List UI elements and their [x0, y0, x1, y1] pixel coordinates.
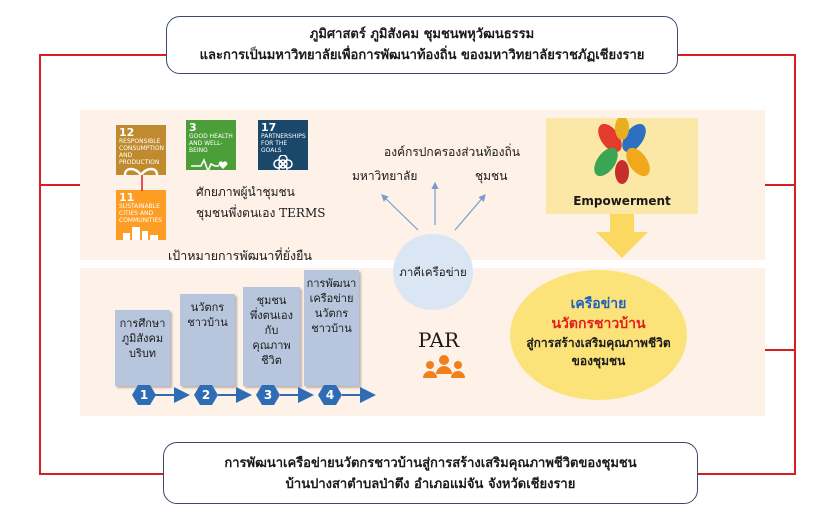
step-line: ชาวบ้าน	[187, 316, 228, 329]
step-number-4: 4	[318, 385, 342, 405]
network-circle: ภาคีเครือข่าย	[393, 234, 473, 310]
step-line: ชาวบ้าน	[311, 322, 352, 335]
title-line-1: ภูมิศาสตร์ ภูมิสังคม ชุมชนพหุวัฒนธรรม	[309, 27, 535, 42]
sdg-label: PARTNERSHIPS FOR THE GOALS	[261, 133, 306, 154]
sdg-number: 11	[119, 191, 135, 204]
community-label: ชุมชน	[475, 169, 508, 183]
sdg-label: SUSTAINABLE CITIES AND COMMUNITIES	[119, 203, 162, 224]
network-arrows	[381, 181, 486, 231]
step-line: การพัฒนา	[306, 277, 357, 290]
step-box-3: ชุมชน พึ่งตนเอง กับ คุณภาพชีวิต	[243, 287, 300, 386]
step-line: บริบท	[128, 347, 157, 360]
potential-text: ศักยภาพผู้นำชุมชน ชุมชนพึ่งตนเอง TERMS	[196, 184, 356, 221]
title-line-2: และการเป็นมหาวิทยาลัยเพื่อการพัฒนาท้องถิ…	[199, 48, 645, 63]
bottom-line-1: การพัฒนาเครือข่ายนวัตกรชาวบ้านสู่การสร้า…	[224, 456, 637, 471]
step-line: ชุมชน	[256, 294, 287, 307]
potential-line-1: ศักยภาพผู้นำชุมชน	[196, 185, 295, 199]
empowerment-label: Empowerment	[573, 194, 671, 208]
sdg-12-tile: 12 RESPONSIBLE CONSUMPTION AND PRODUCTIO…	[116, 125, 166, 175]
sdg-label: GOOD HEALTH AND WELL-BEING	[189, 133, 233, 154]
step-line: พึ่งตนเอง	[249, 309, 294, 322]
goal-circle: เครือข่าย นวัตกรชาวบ้าน สู่การสร้างเสริม…	[510, 270, 687, 400]
joined-hands-icon	[594, 118, 650, 184]
sdg-connector	[141, 175, 143, 191]
people-group-icon	[423, 355, 465, 378]
bottom-box: การพัฒนาเครือข่ายนวัตกรชาวบ้านสู่การสร้า…	[163, 442, 698, 504]
step-number-1: 1	[132, 385, 156, 405]
sdg-caption: เป้าหมายการพัฒนาที่ยั่งยืน	[168, 248, 312, 263]
potential-line-2: ชุมชนพึ่งตนเอง TERMS	[196, 206, 326, 220]
title-box: ภูมิศาสตร์ ภูมิสังคม ชุมชนพหุวัฒนธรรม แล…	[166, 16, 678, 74]
empowerment-box: Empowerment	[546, 118, 698, 214]
par-label: PAR	[418, 328, 460, 352]
local-gov-label: องค์กรปกครองส่วนท้องถิ่น	[384, 145, 520, 159]
sdg-number: 17	[261, 121, 277, 134]
circle-line-2: นวัตกรชาวบ้าน	[551, 316, 646, 332]
heartbeat-icon	[191, 157, 228, 170]
sdg-number: 12	[119, 126, 135, 139]
down-arrow	[596, 214, 648, 258]
city-buildings-icon	[123, 227, 158, 240]
circle-line-1: เครือข่าย	[570, 296, 627, 312]
step-line: เครือข่าย	[309, 292, 354, 305]
sdg-11-tile: 11 SUSTAINABLE CITIES AND COMMUNITIES	[116, 190, 166, 240]
sdg-3-tile: 3 GOOD HEALTH AND WELL-BEING	[186, 120, 236, 170]
network-center-label: ภาคีเครือข่าย	[399, 265, 467, 279]
university-label: มหาวิทยาลัย	[352, 169, 418, 183]
step-arrows	[155, 387, 376, 403]
step-number-2: 2	[194, 385, 218, 405]
circle-line-3: สู่การสร้างเสริมคุณภาพชีวิต	[526, 336, 671, 350]
step-box-2: นวัตกร ชาวบ้าน	[180, 294, 235, 386]
bottom-line-2: บ้านปางสาตำบลป่าตึง อำเภอแม่จัน จังหวัดเ…	[285, 477, 576, 492]
sdg-17-tile: 17 PARTNERSHIPS FOR THE GOALS	[258, 120, 308, 170]
step-box-1: การศึกษา ภูมิสังคม บริบท	[115, 310, 170, 386]
step-line: การศึกษา	[119, 317, 166, 330]
step-line: คุณภาพชีวิต	[252, 339, 291, 367]
circle-line-4: ของชุมชน	[571, 354, 626, 368]
step-line: ภูมิสังคม	[121, 332, 164, 345]
partnership-flower-icon	[273, 154, 293, 170]
step-line: นวัตกร	[314, 307, 349, 320]
sdg-label: RESPONSIBLE CONSUMPTION AND PRODUCTION	[119, 138, 165, 166]
step-line: นวัตกร	[190, 301, 225, 314]
sdg-number: 3	[189, 121, 197, 134]
step-number-3: 3	[256, 385, 280, 405]
infinity-icon	[123, 167, 159, 175]
step-line: กับ	[264, 324, 279, 337]
step-box-4: การพัฒนา เครือข่าย นวัตกร ชาวบ้าน	[304, 270, 359, 386]
